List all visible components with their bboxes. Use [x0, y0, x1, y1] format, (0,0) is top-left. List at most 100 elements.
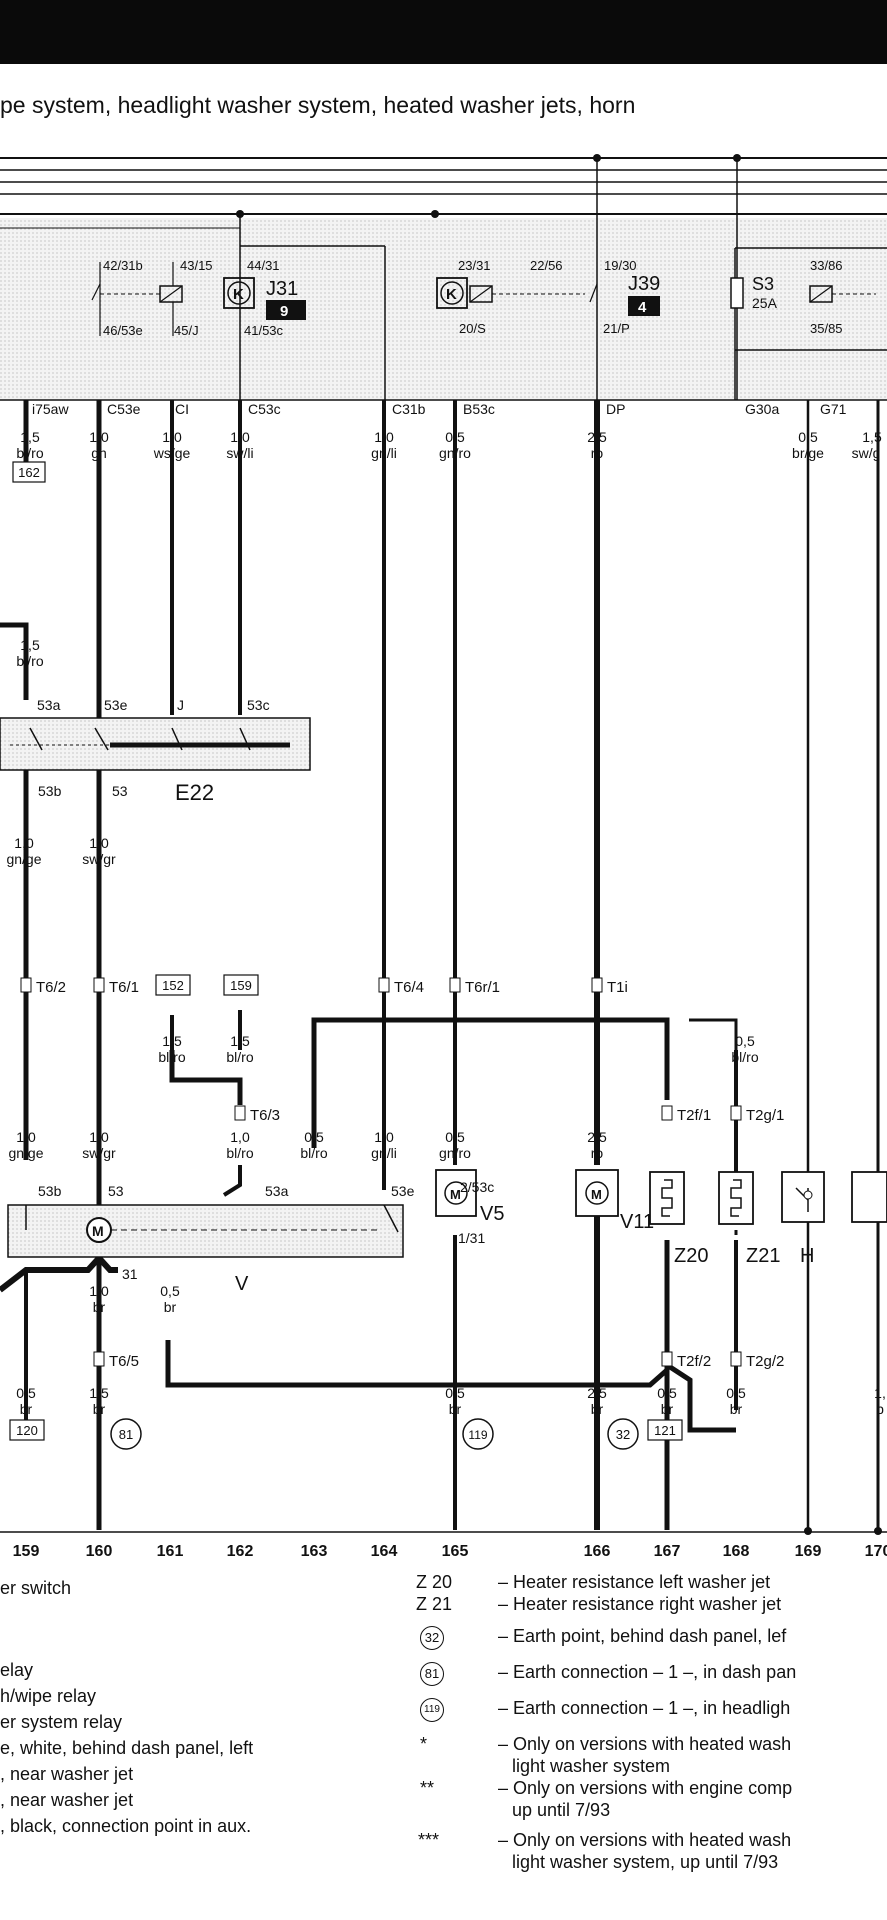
t-connectors: T6/2 T6/1 T6/4 T6r/1 T1i T6/3 T2f/1 T2g/… [20, 977, 784, 1370]
fuse-s3: S3 25A 33/86 35/85 [730, 258, 876, 336]
track-number: 166 [584, 1543, 611, 1560]
k-symbol: K [233, 286, 244, 303]
svg-text:K: K [446, 286, 457, 303]
pin-label: 35/85 [810, 321, 843, 336]
svg-text:1,0: 1,0 [16, 1129, 36, 1145]
svg-text:159: 159 [230, 978, 252, 993]
svg-text:1,0: 1,0 [230, 1129, 250, 1145]
svg-text:2,5: 2,5 [587, 429, 607, 445]
wires [0, 400, 880, 1530]
legend-code: * [420, 1734, 428, 1754]
earth-symbol: 32 [420, 1626, 444, 1650]
fuse-rating: 25A [752, 295, 778, 311]
svg-text:gn/ge: gn/ge [8, 1145, 43, 1161]
legend-text: light washer system, up until 7/93 [512, 1852, 779, 1872]
svg-text:ro: ro [591, 1145, 604, 1161]
pump-v5: M 2/53c 1/31 V5 [435, 1169, 504, 1246]
pin-label: 23/31 [458, 258, 491, 273]
svg-text:br: br [93, 1299, 106, 1315]
legend-left-item: , near washer jet [0, 1790, 134, 1810]
svg-text:1,5: 1,5 [89, 1385, 109, 1401]
svg-text:b: b [876, 1401, 884, 1417]
top-black-bar [0, 0, 887, 64]
track-number: 164 [371, 1543, 398, 1560]
svg-text:31: 31 [122, 1266, 138, 1282]
svg-text:1,0: 1,0 [374, 1129, 394, 1145]
legend-code: Z 20 [416, 1572, 453, 1592]
svg-text:0,5: 0,5 [445, 1385, 465, 1401]
pin-label: 46/53e [103, 323, 143, 338]
svg-text:br: br [591, 1401, 604, 1417]
pin-label: 45/J [174, 323, 199, 338]
svg-text:152: 152 [162, 978, 184, 993]
svg-text:Z21: Z21 [746, 1245, 780, 1267]
svg-text:T6/3: T6/3 [250, 1107, 280, 1124]
svg-text:1,5: 1,5 [20, 429, 40, 445]
svg-text:T1i: T1i [607, 979, 628, 996]
ref-box [9, 1419, 45, 1441]
ref-box [12, 461, 46, 483]
legend-text: – Only on versions with engine comp [498, 1778, 793, 1798]
legend-code: *** [418, 1830, 440, 1850]
svg-text:53b: 53b [38, 1183, 62, 1199]
relay-number: 9 [280, 303, 288, 320]
track-number: 167 [654, 1543, 681, 1560]
upper-wire-labels: 1,5 bl/ro 1,0 gn 1,0 ws/ge 1,0 sw/li 1,0… [16, 429, 882, 461]
svg-text:sw/gr: sw/gr [82, 1145, 116, 1161]
relay-code: J39 [628, 273, 660, 295]
terminal-label: J [177, 697, 184, 713]
relay-number-badge [266, 300, 306, 320]
legend-left-item: e, white, behind dash panel, left [0, 1738, 254, 1758]
svg-text:gn: gn [91, 445, 107, 461]
legend-code: Z 21 [416, 1594, 453, 1614]
svg-text:1,0: 1,0 [230, 429, 250, 445]
svg-text:1,5: 1,5 [230, 1033, 250, 1049]
pin-label: 33/86 [810, 258, 843, 273]
svg-text:1,0: 1,0 [89, 429, 109, 445]
svg-text:120: 120 [16, 1423, 38, 1438]
svg-text:2/53c: 2/53c [460, 1179, 494, 1195]
legend-left-item: elay [0, 1660, 34, 1680]
ref-wire-labels: 1,5 bl/ro 1,5 bl/ro 0,5 bl/ro [158, 1033, 758, 1065]
svg-text:T2g/1: T2g/1 [746, 1107, 784, 1124]
svg-text:0,5: 0,5 [657, 1385, 677, 1401]
svg-text:119: 119 [468, 1428, 487, 1442]
svg-text:CI: CI [175, 401, 189, 417]
svg-text:V11: V11 [620, 1211, 654, 1233]
wiper-motor-v: M 53b 53 53a 53e 31 V [7, 1183, 415, 1295]
pin-label: 43/15 [180, 258, 213, 273]
bottom-wire-labels: 1,0 br 0,5 br 0,5 br 1,5 br 0,5 br 2,5 b… [16, 1283, 886, 1417]
svg-text:53: 53 [108, 1183, 124, 1199]
legend-code: ** [420, 1778, 435, 1798]
legend-left-item: er system relay [0, 1712, 123, 1732]
svg-text:V5: V5 [480, 1203, 504, 1225]
svg-text:G30a: G30a [745, 401, 779, 417]
legend-left-item: , near washer jet [0, 1764, 134, 1784]
track-number: 170 [865, 1543, 887, 1560]
legend-text: – Earth connection – 1 –, in headligh [498, 1698, 791, 1718]
heater-z20: Z20 [649, 1171, 708, 1267]
component-name: E22 [175, 780, 214, 805]
svg-text:M: M [450, 1187, 461, 1202]
pump-v11: M V11 [575, 1169, 654, 1233]
track-number: 168 [723, 1543, 750, 1560]
svg-text:81: 81 [119, 1427, 133, 1442]
svg-text:C31b: C31b [392, 401, 426, 417]
svg-text:32: 32 [616, 1427, 630, 1442]
track-number: 161 [157, 1543, 184, 1560]
svg-text:0,5: 0,5 [160, 1283, 180, 1299]
svg-text:ro: ro [591, 445, 604, 461]
terminal-label: 53a [37, 697, 61, 713]
svg-text:bl/ro: bl/ro [158, 1049, 185, 1065]
pin-label: 44/31 [247, 258, 280, 273]
svg-text:T2f/2: T2f/2 [677, 1353, 711, 1370]
svg-text:0,5: 0,5 [445, 429, 465, 445]
legend-text: light washer system [512, 1756, 671, 1776]
svg-text:0,5: 0,5 [16, 1385, 36, 1401]
svg-text:bl/ro: bl/ro [16, 653, 43, 669]
svg-text:0,5: 0,5 [798, 429, 818, 445]
earth-symbol: 81 [420, 1662, 444, 1686]
relay-j39: 23/31 22/56 19/30 20/S 21/P K J39 4 [436, 258, 660, 336]
svg-text:gn/ge: gn/ge [6, 851, 41, 867]
relay-panel [0, 154, 887, 401]
